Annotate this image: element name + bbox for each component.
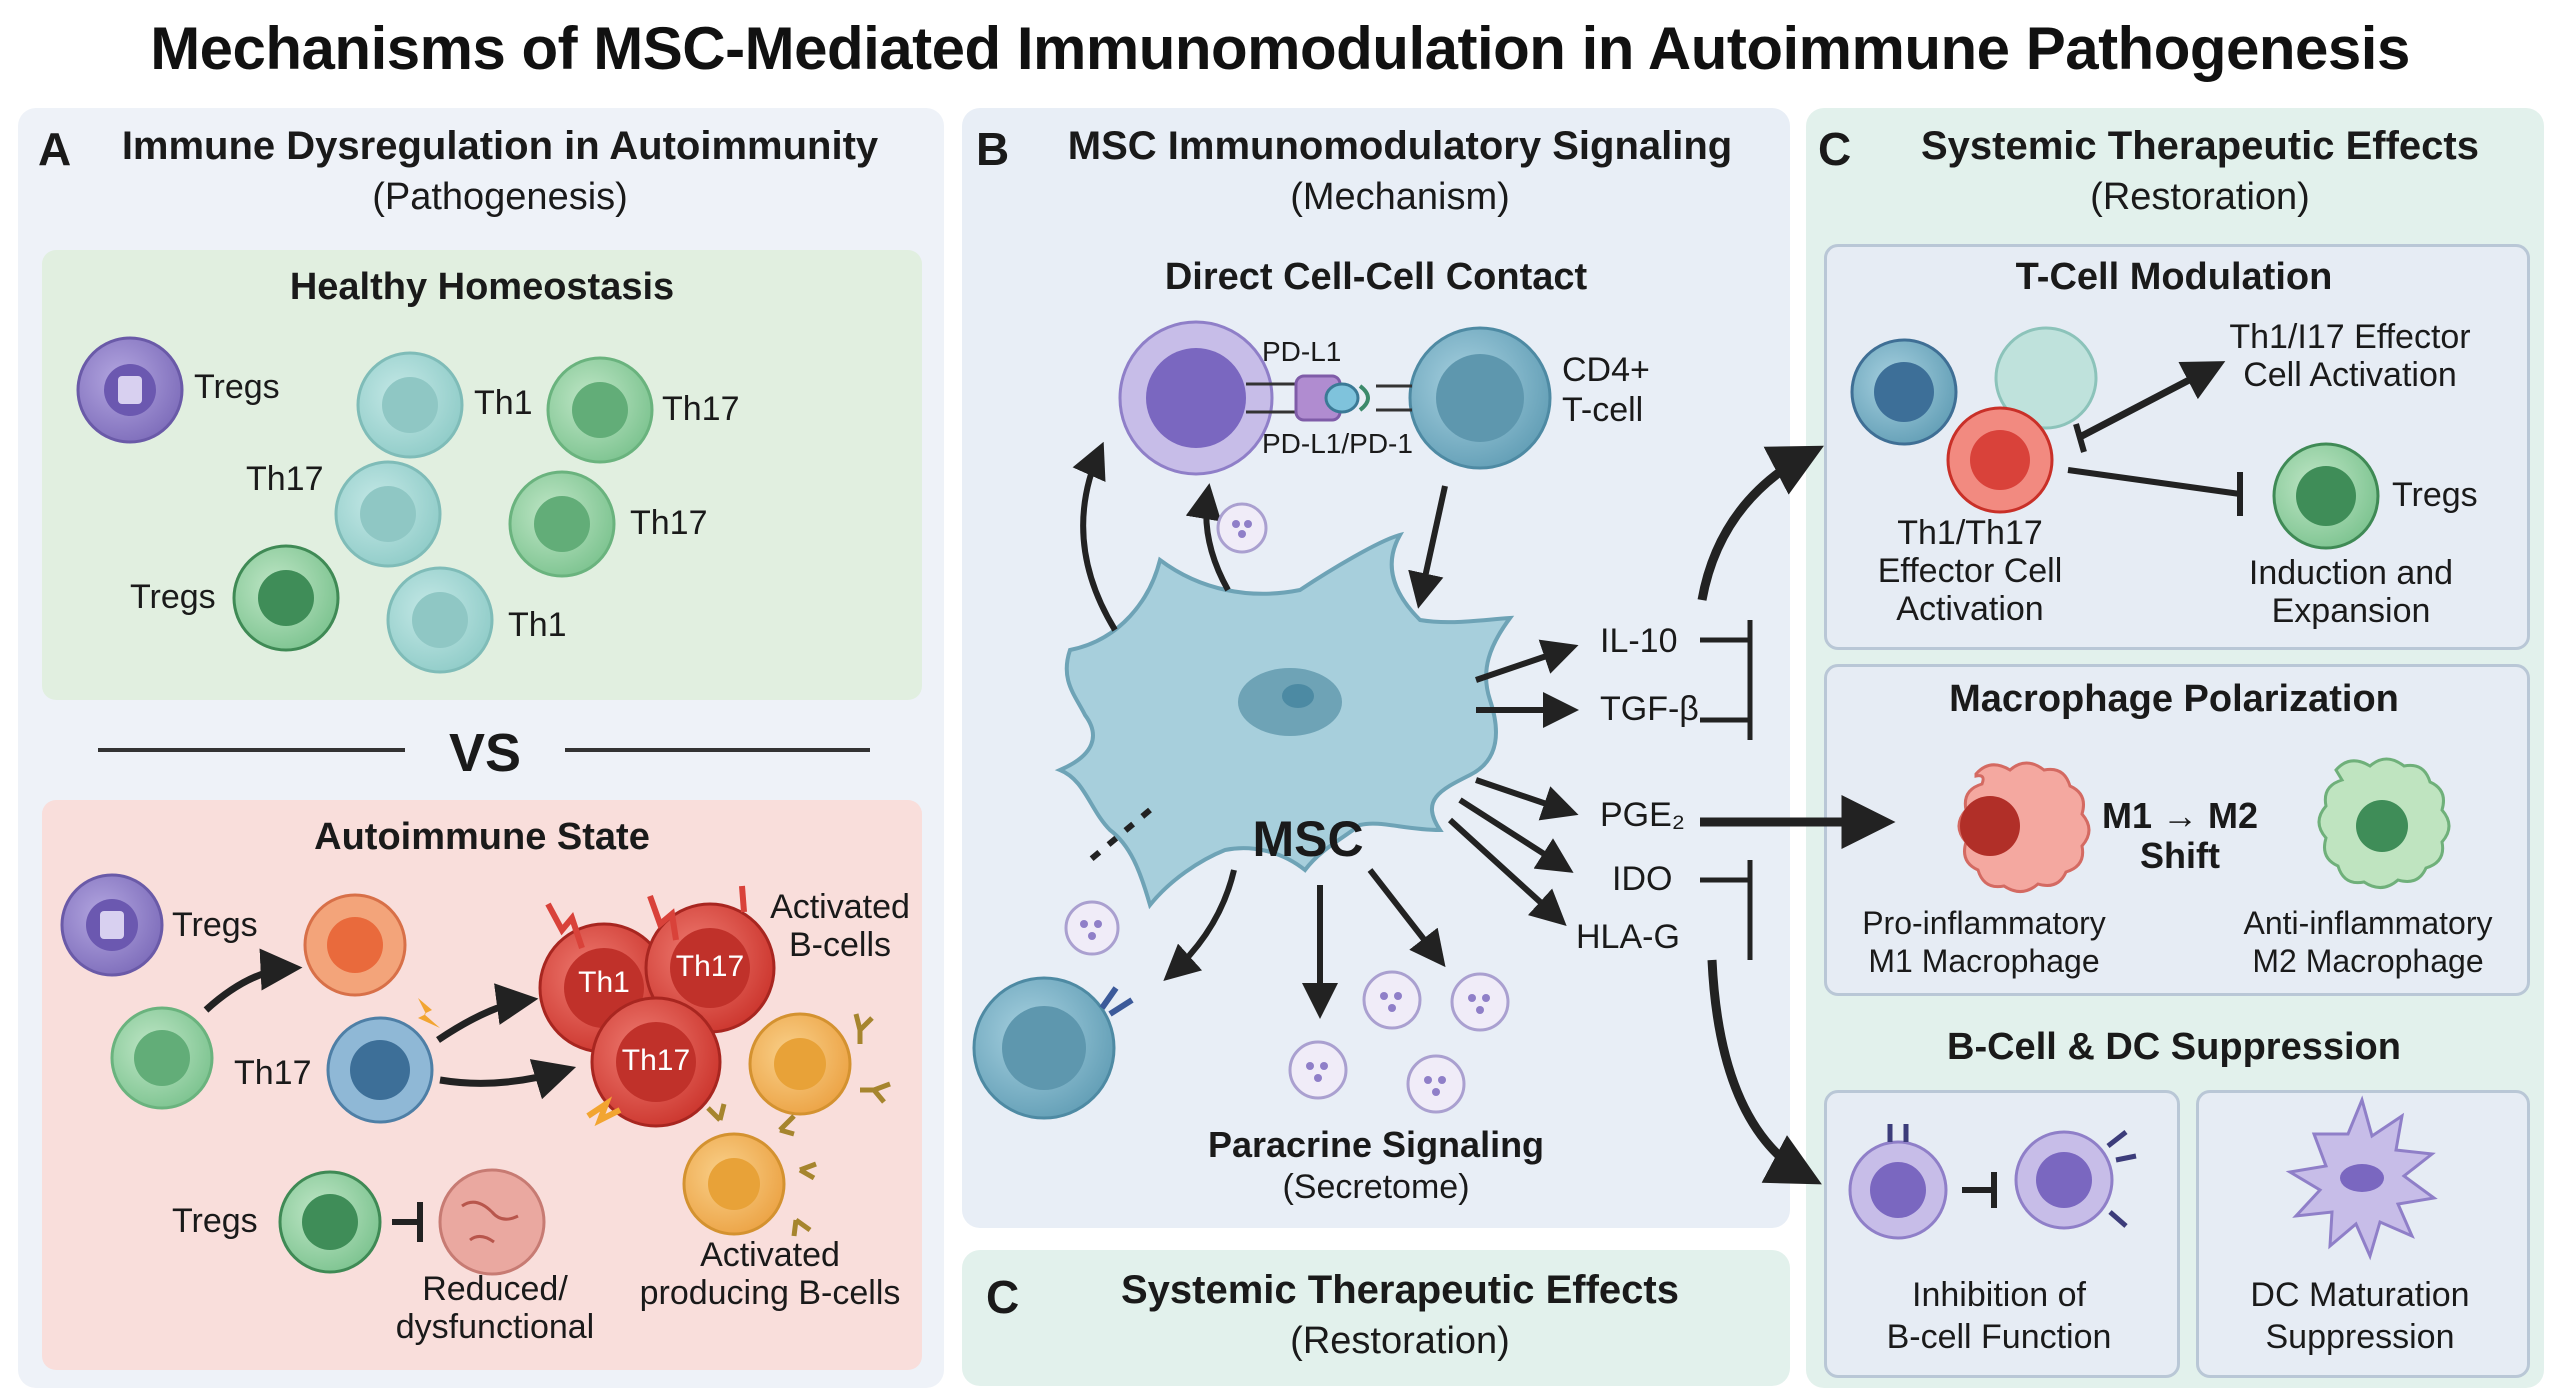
panel-c-subheading: (Restoration) [2090,176,2310,218]
contact-title: Direct Cell-Cell Contact [1164,256,1588,298]
factor-pge2: PGE₂ [1600,796,1685,834]
panel-a-heading: Immune Dysregulation in Autoimmunity [121,124,879,168]
autoimmune-label-tregs-top: Tregs [172,906,258,944]
healthy-label-th17-3: Th17 [630,504,708,542]
m2-label: Anti-inflammatory M2 Macrophage [2218,904,2518,980]
panel-c-graphics [1848,326,2451,1261]
macro-box [1824,664,2530,996]
page-title: Mechanisms of MSC-Mediated Immunomodulat… [150,15,2410,82]
healthy-title: Healthy Homeostasis [289,266,675,308]
effector-left-line-2: Effector Cell [1877,552,2063,590]
effector-left-label: Th1/Th17 Effector Cell Activation [1836,514,2104,628]
effector-top-label: Th1/I17 Effector Cell Activation [2200,318,2500,394]
cd4-line-1: CD4+ [1562,351,1650,389]
m1-line-1: Pro-inflammatory [1862,905,2106,941]
inhibition-line-2: B-cell Function [1886,1318,2112,1356]
panel-b-graphics [972,320,1896,1185]
factor-hlag: HLA-G [1576,918,1680,956]
reduced-label: Reduced/ dysfunctional [380,1270,610,1346]
shift-line-2: Shift [2140,835,2220,876]
pdl1-pd1-label: PD-L1/PD-1 [1262,428,1413,459]
dc-label: DC Maturation Suppression [2196,1274,2524,1358]
healthy-label-th17-1: Th17 [662,390,740,428]
panel-b2-heading: Systemic Therapeutic Effects [1121,1268,1679,1312]
activated-producing-label: Activated producing B-cells [620,1236,920,1312]
cluster-label-th17-b: Th17 [621,1044,691,1077]
effector-top-line-1: Th1/I17 Effector [2229,318,2471,356]
healthy-label-tregs-2: Tregs [130,578,216,616]
vs-label: VS [448,723,522,783]
paracrine-title: Paracrine Signaling [1207,1124,1545,1165]
healthy-label-tregs-1: Tregs [194,368,280,406]
activated-producing-line-1: Activated [700,1236,840,1274]
healthy-cells [76,336,654,674]
tcell-title: T-Cell Modulation [2015,256,2333,298]
activated-bcells-line-1: Activated [770,888,910,926]
tcell-box [1824,244,2530,650]
autoimmune-cells [60,873,891,1276]
panel-a-subheading: (Pathogenesis) [372,176,628,218]
activated-bcells-label: Activated B-cells [740,888,940,964]
panel-b-footer [962,1250,1790,1386]
activated-bcells-line-2: B-cells [788,926,892,964]
factor-ido: IDO [1612,860,1673,898]
healthy-label-th1-1: Th1 [474,384,533,422]
autoimmune-label-tregs-bottom: Tregs [172,1202,258,1240]
inhibition-label: Inhibition of B-cell Function [1824,1274,2174,1358]
macro-title: Macrophage Polarization [1949,678,2399,720]
panel-c-heading: Systemic Therapeutic Effects [1921,124,2479,168]
healthy-label-th17-2: Th17 [246,460,324,498]
tcell-tregs-label: Tregs [2392,476,2478,514]
cluster-label-th17-a: Th17 [675,950,745,983]
effector-left-line-1: Th1/Th17 [1897,514,2043,552]
factor-tgfb: TGF-β [1600,690,1699,728]
cd4-label: CD4+ T-cell [1562,350,1650,430]
panel-c-letter: C [1818,123,1852,175]
induction-line-1: Induction and [2248,554,2454,592]
panel-b-letter: B [976,123,1010,175]
healthy-label-th1-2: Th1 [508,606,567,644]
reduced-line-2: dysfunctional [395,1308,595,1346]
msc-label: MSC [1252,811,1364,867]
panel-b-subheading: (Mechanism) [1290,176,1510,218]
m2-line-1: Anti-inflammatory [2243,905,2493,941]
autoimmune-title: Autoimmune State [314,816,650,858]
m1-line-2: M1 Macrophage [1868,943,2100,979]
dc-line-2: Suppression [2265,1318,2455,1356]
panel-b-heading: MSC Immunomodulatory Signaling [1067,124,1733,168]
autoimmune-label-th17: Th17 [234,1054,312,1092]
bcell-title: B-Cell & DC Suppression [1947,1026,2401,1068]
dc-line-1: DC Maturation [2250,1276,2470,1314]
shift-line-1: M1 → M2 [2101,795,2259,836]
paracrine-subtitle: (Secretome) [1282,1168,1470,1206]
m2-line-2: M2 Macrophage [2252,943,2484,979]
activated-producing-line-2: producing B-cells [639,1274,901,1312]
reduced-line-1: Reduced/ [422,1270,568,1308]
effector-left-line-3: Activation [1896,590,2044,628]
panel-b2-subheading: (Restoration) [1290,1320,1510,1362]
panel-b2-letter: C [986,1271,1020,1323]
m1-label: Pro-inflammatory M1 Macrophage [1834,904,2134,980]
induction-label: Induction and Expansion [2206,554,2496,630]
shift-label: M1 → M2 Shift [2080,796,2280,876]
pdl1-label: PD-L1 [1262,336,1342,367]
induction-line-2: Expansion [2271,592,2431,630]
effector-top-line-2: Cell Activation [2243,356,2457,394]
cd4-line-2: T-cell [1562,391,1644,429]
panel-a-letter: A [38,123,72,175]
factor-il10: IL-10 [1600,622,1678,660]
cluster-label-th1: Th1 [578,966,630,999]
inhibition-line-1: Inhibition of [1912,1276,2086,1314]
